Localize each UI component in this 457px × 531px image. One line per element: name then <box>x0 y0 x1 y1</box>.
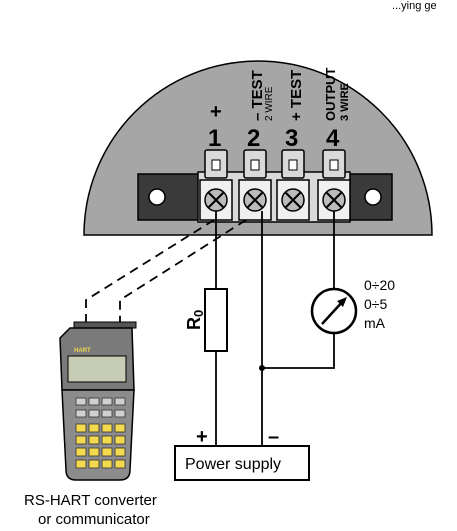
resistor-r0 <box>204 288 228 352</box>
terminal-4-sublabel: 3 WIRE <box>339 83 351 121</box>
meter-unit: mA <box>364 315 386 331</box>
meter-range-2: 0÷5 <box>364 296 387 312</box>
resistor-label: R0 <box>184 310 206 330</box>
junction-dot <box>259 365 265 371</box>
terminal-2 <box>238 149 272 221</box>
wire-meter-return <box>262 334 335 369</box>
mounting-hole-right <box>364 188 382 206</box>
terminal-3-label: + TEST <box>288 70 305 121</box>
terminal-3 <box>276 149 310 221</box>
wiring <box>215 211 335 446</box>
terminal-4-label: OUTPUT <box>323 68 338 122</box>
device-keypad <box>75 423 126 469</box>
terminal-1-label: + <box>210 101 222 123</box>
hart-wire-1 <box>85 219 215 322</box>
terminal-4-number: 4 <box>326 125 340 152</box>
terminal-1-number: 1 <box>208 125 221 152</box>
hart-connection <box>85 219 247 322</box>
communicator-caption-line-2: or communicator <box>38 511 150 528</box>
mounting-hole-left <box>148 188 166 206</box>
terminal-4 <box>317 149 351 221</box>
hart-wire-2 <box>119 219 247 322</box>
header-fragment: ...ying ge <box>392 0 437 12</box>
terminal-2-sublabel: 2 WIRE <box>264 86 275 121</box>
function-keys <box>75 397 126 418</box>
hart-communicator: HART <box>59 321 137 481</box>
meter-needle-arrow <box>337 297 347 307</box>
power-supply-label: Power supply <box>185 456 281 473</box>
device-brand: HART <box>74 348 91 354</box>
power-supply-box <box>174 445 310 481</box>
power-supply-minus: – <box>268 426 279 448</box>
terminal-1 <box>199 149 233 221</box>
terminal-2-label: – TEST <box>249 70 266 121</box>
communicator-caption-line-1: RS-HART converter <box>24 492 157 509</box>
terminal-2-number: 2 <box>247 125 260 152</box>
terminal-3-number: 3 <box>285 125 298 152</box>
device-screen <box>67 355 127 383</box>
power-supply-plus: + <box>196 426 208 448</box>
meter-range-1: 0÷20 <box>364 277 395 293</box>
